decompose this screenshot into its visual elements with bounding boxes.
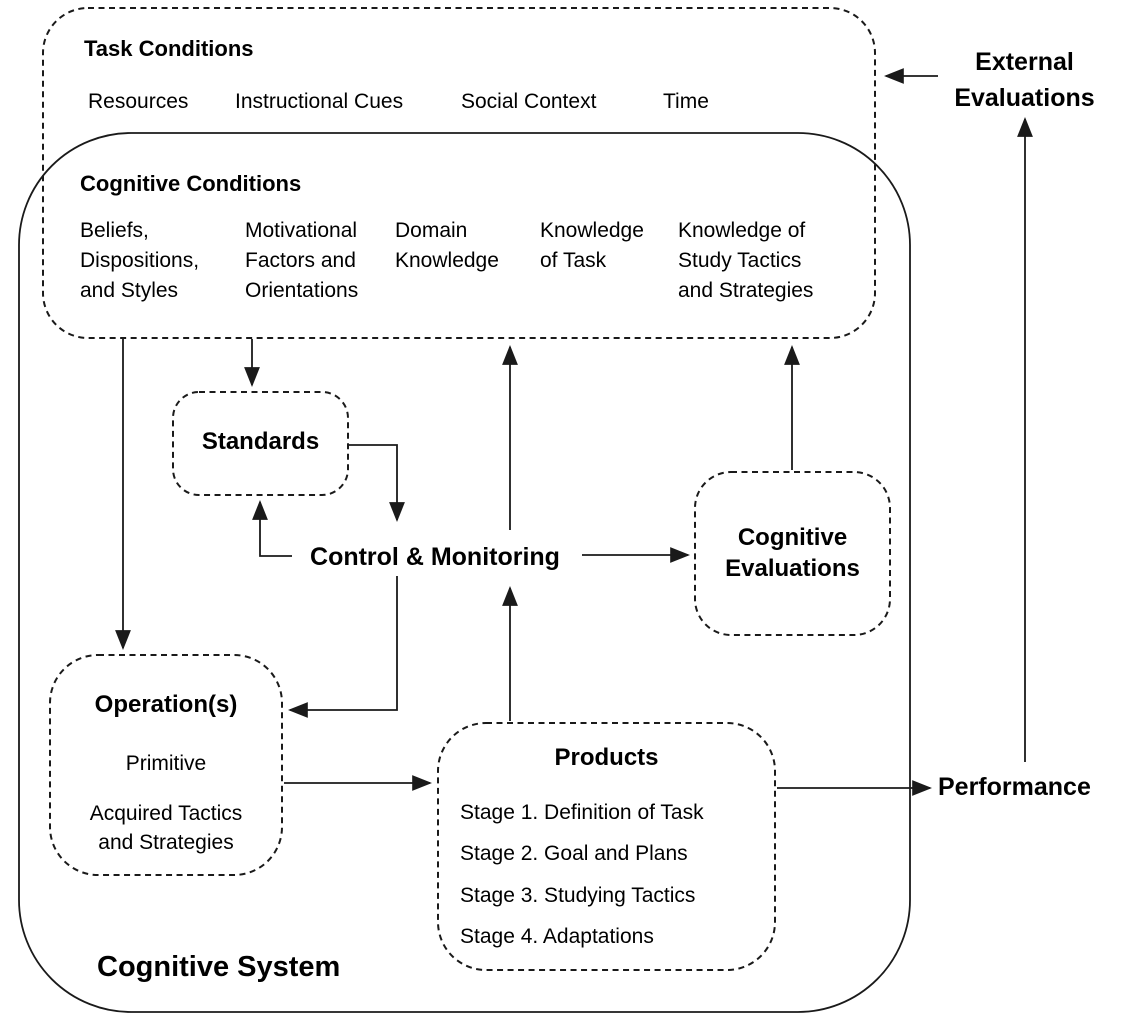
cognitive-evaluations-box	[694, 471, 891, 636]
control-monitoring-label: Control & Monitoring	[310, 543, 560, 571]
product-stage-1: Stage 1. Definition of Task	[460, 801, 704, 824]
cognitive-condition-column-beliefs: Beliefs, Dispositions, and Styles	[80, 219, 200, 302]
cognitive-evaluations-label: Cognitive Evaluations	[725, 524, 860, 582]
operations-item-acquired-tactics: Acquired Tactics and Strategies	[89, 802, 243, 854]
cognitive-system-box	[18, 132, 911, 1013]
product-stage-3: Stage 3. Studying Tactics	[460, 884, 696, 907]
operations-title: Operation(s)	[94, 691, 238, 718]
products-box	[437, 722, 776, 971]
task-condition-item-time: Time	[663, 90, 709, 113]
cognitive-condition-column-study-tactics: Knowledge of Study Tactics and Strategie…	[678, 219, 814, 302]
cognitive-system-label: Cognitive System	[97, 951, 341, 983]
product-stage-4: Stage 4. Adaptations	[460, 925, 654, 948]
cognitive-condition-column-motivational: Motivational Factors and Orientations	[245, 219, 359, 302]
task-condition-item-social-context: Social Context	[461, 90, 597, 113]
task-condition-item-instructional-cues: Instructional Cues	[235, 90, 404, 113]
standards-box	[172, 391, 349, 496]
cognitive-condition-column-domain: Domain Knowledge	[395, 219, 499, 272]
standards-label: Standards	[201, 428, 320, 455]
cognitive-conditions-title: Cognitive Conditions	[80, 171, 302, 196]
arrow-control-monitoring-to-operations	[288, 576, 398, 718]
task-conditions-box	[42, 7, 876, 339]
task-condition-item-resources: Resources	[88, 90, 189, 113]
arrow-standards-to-control-monitoring	[348, 444, 405, 522]
task-conditions-title: Task Conditions	[84, 36, 254, 61]
operations-box	[49, 654, 283, 876]
product-stage-2: Stage 2. Goal and Plans	[460, 842, 688, 865]
external-evaluations-label: External Evaluations	[954, 48, 1095, 112]
arrow-control-monitoring-to-standards	[252, 500, 292, 557]
performance-label: Performance	[938, 773, 1091, 801]
cognitive-condition-column-task-knowledge: Knowledge of Task	[540, 219, 644, 272]
products-title: Products	[554, 744, 659, 771]
operations-item-primitive: Primitive	[125, 752, 207, 775]
